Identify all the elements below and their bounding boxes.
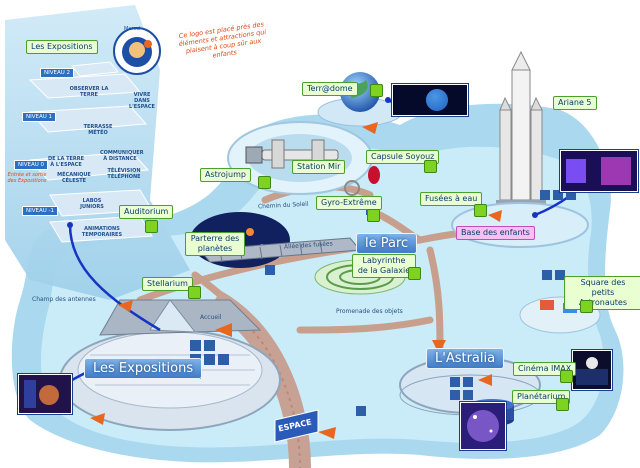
area-observer: OBSERVER LA TERRE (69, 86, 109, 98)
kids-badge-icon (556, 398, 569, 411)
label-labyrinthe[interactable]: Labyrinthe de la Galaxie (352, 254, 416, 278)
label-terradome[interactable]: Terr@dome (302, 82, 358, 96)
planetarium-photo[interactable] (460, 402, 506, 450)
kids-badge-icon (370, 84, 383, 97)
base-enfants-photo[interactable] (560, 150, 638, 192)
label-square-astronautes[interactable]: Square des petits Astronautes (564, 276, 640, 310)
kids-badge-icon (580, 300, 593, 313)
kids-badge-icon (188, 286, 201, 299)
label-expositions-panel[interactable]: Les Expositions (26, 40, 98, 54)
area-communiquer: COMMUNIQUER À DISTANCE (100, 150, 144, 162)
kids-badge-icon (474, 204, 487, 217)
level-minus1-tag: NIVEAU -1 (22, 206, 58, 216)
zone-title-astralia[interactable]: L'Astralia (426, 348, 505, 369)
kids-badge-icon (258, 176, 271, 189)
level-0-tag: NIVEAU 0 (14, 160, 49, 170)
path-label-accueil: Accueil (200, 314, 222, 321)
orange-arrows (90, 122, 502, 439)
kids-badge-icon (408, 267, 421, 280)
area-animations: ANIMATIONS TEMPORAIRES (81, 226, 123, 238)
label-astrojump[interactable]: Astrojump (200, 168, 251, 182)
label-stellarium[interactable]: Stellarium (142, 277, 193, 291)
label-parterre-planetes[interactable]: Parterre des planètes (185, 232, 245, 256)
level-1-tag: NIVEAU 1 (22, 112, 57, 122)
label-gyro-extreme[interactable]: Gyro-Extrême (316, 196, 382, 210)
area-vivre: VIVRE DANS L'ESPACE (129, 92, 155, 110)
ariane5-rocket (496, 50, 546, 208)
label-station-mir[interactable]: Station Mir (292, 160, 346, 174)
area-television: TÉLÉVISION TÉLÉPHONE (107, 168, 141, 180)
area-terre-espace: DE LA TERRE À L'ESPACE (47, 156, 85, 168)
kids-badge-icon (560, 370, 573, 383)
zone-title-expositions[interactable]: Les Expositions (84, 358, 203, 379)
floor-plans (28, 61, 153, 243)
expositions-photo[interactable] (18, 374, 72, 414)
path-label-champ-antennes: Champ des antennes (32, 296, 96, 303)
label-base-enfants[interactable]: Base des enfants (456, 226, 535, 240)
label-auditorium[interactable]: Auditorium (119, 205, 174, 219)
label-ariane5[interactable]: Ariane 5 (553, 96, 597, 110)
entrance-note: Entrée et sortie des Expositions (7, 172, 47, 184)
level-2-tag: NIVEAU 2 (40, 68, 75, 78)
service-icons (190, 190, 576, 416)
logo-text: Marcel (124, 26, 141, 32)
area-labos: LABOS JUNIORS (80, 198, 104, 210)
kids-badge-icon (145, 220, 158, 233)
area-mecanique: MÉCANIQUE CÉLESTE (57, 172, 91, 184)
label-capsule-soyouz[interactable]: Capsule Soyouz (366, 150, 440, 164)
area-terrasse: TERRASSE MÉTÉO (83, 124, 113, 136)
kids-badge-icon (424, 160, 437, 173)
cinema-imax-photo[interactable] (572, 350, 612, 390)
label-fusees-eau[interactable]: Fusées à eau (420, 192, 483, 206)
label-planetarium[interactable]: Planétarium (512, 390, 571, 404)
path-label-promenade-objets: Promenade des objets (336, 308, 403, 315)
kids-badge-icon (367, 209, 380, 222)
marcel-logo: Marcel (112, 26, 162, 76)
zone-title-le-parc[interactable]: le Parc (356, 233, 418, 254)
terradome-photo[interactable] (392, 84, 468, 116)
